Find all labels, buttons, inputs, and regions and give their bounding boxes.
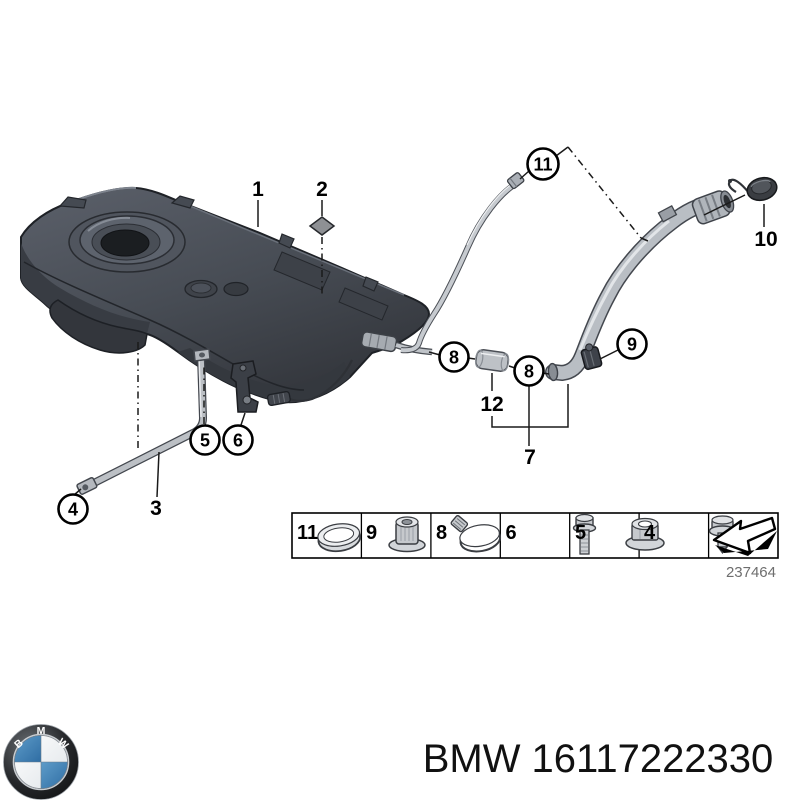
svg-text:8: 8 <box>449 348 459 368</box>
callout-7: 7 <box>524 446 536 469</box>
svg-text:4: 4 <box>644 522 656 544</box>
callout-5: 5 <box>189 424 221 456</box>
tank-hose-stub <box>360 331 398 353</box>
plain-callouts: 1 2 3 7 10 12 <box>150 178 778 520</box>
legend-cell-8: 8 <box>436 515 502 553</box>
vent-pipe-end-fitting <box>506 172 525 190</box>
callout-12: 12 <box>480 393 503 416</box>
roundel-letter-m: M <box>37 725 46 737</box>
svg-text:4: 4 <box>68 500 78 520</box>
sealing-ring-icon <box>317 523 362 553</box>
fastener-legend: 11 9 8 <box>291 512 779 559</box>
legend-cell-11: 11 <box>297 522 362 553</box>
legend-cell-more <box>712 516 777 556</box>
callout-3: 3 <box>150 497 162 520</box>
svg-text:8: 8 <box>436 522 447 544</box>
svg-text:8: 8 <box>524 362 534 382</box>
callout-8b: 8 <box>513 355 545 387</box>
seal-gasket-drawing <box>308 216 336 236</box>
filler-neck <box>691 190 735 225</box>
callout-1: 1 <box>252 178 264 201</box>
hose-piece-drawing <box>474 349 510 372</box>
tension-strap-drawing <box>76 348 211 495</box>
tank-mount-tabs <box>58 195 379 292</box>
callout-4: 4 <box>57 493 89 525</box>
strap-bottom-tab <box>76 477 98 495</box>
fuel-tank-drawing <box>20 186 433 407</box>
hose-clamp-icon <box>450 515 502 553</box>
svg-text:9: 9 <box>366 522 377 544</box>
callout-8a: 8 <box>438 341 470 373</box>
fuel-pump-ring <box>68 211 186 273</box>
callout-6: 6 <box>222 424 254 456</box>
flange-nut-icon <box>625 517 665 551</box>
legend-cell-5: 5 <box>575 517 665 551</box>
page-continuation-arrow-icon <box>712 516 777 556</box>
svg-text:6: 6 <box>233 431 243 451</box>
filler-pipe-elbow-opening <box>547 362 559 382</box>
filler-pipe-clip <box>657 204 678 223</box>
sheet-number: 237464 <box>726 564 776 581</box>
svg-text:11: 11 <box>297 522 318 544</box>
part-number-label: BMW 16117222330 <box>423 737 774 781</box>
tank-service-caps <box>184 279 249 299</box>
tank-seam-line <box>23 261 305 391</box>
callout-9: 9 <box>616 328 648 360</box>
leader-lines <box>73 146 765 498</box>
svg-text:5: 5 <box>200 431 210 451</box>
legend-cell-9: 9 <box>366 516 426 553</box>
cap-tether <box>727 178 750 194</box>
legend-cell-6: 6 <box>506 513 597 555</box>
tank-recess-panel-2 <box>338 287 389 321</box>
tank-bottom-shadow <box>178 348 350 403</box>
filler-cap-drawing <box>727 176 778 202</box>
filler-pipe-drawing <box>545 190 735 382</box>
pump-connector <box>266 391 291 407</box>
svg-text:9: 9 <box>627 335 637 355</box>
callout-11: 11 <box>526 147 560 181</box>
callout-10: 10 <box>754 228 777 251</box>
pump-wire <box>289 359 353 402</box>
svg-text:5: 5 <box>575 522 586 544</box>
cap-nut-icon <box>388 516 426 553</box>
bmw-roundel-logo: B M W <box>3 724 79 800</box>
svg-text:6: 6 <box>506 522 517 544</box>
callout-2: 2 <box>316 178 328 201</box>
circled-callouts: 4 5 6 8 8 9 11 <box>57 147 648 525</box>
tank-sump <box>49 299 148 354</box>
vent-pipe-drawing <box>400 172 525 354</box>
holder-bracket-drawing <box>230 360 259 413</box>
svg-text:11: 11 <box>533 155 552 175</box>
hex-bolt-icon <box>572 513 597 555</box>
pipe-clamp-drawing <box>580 343 603 371</box>
